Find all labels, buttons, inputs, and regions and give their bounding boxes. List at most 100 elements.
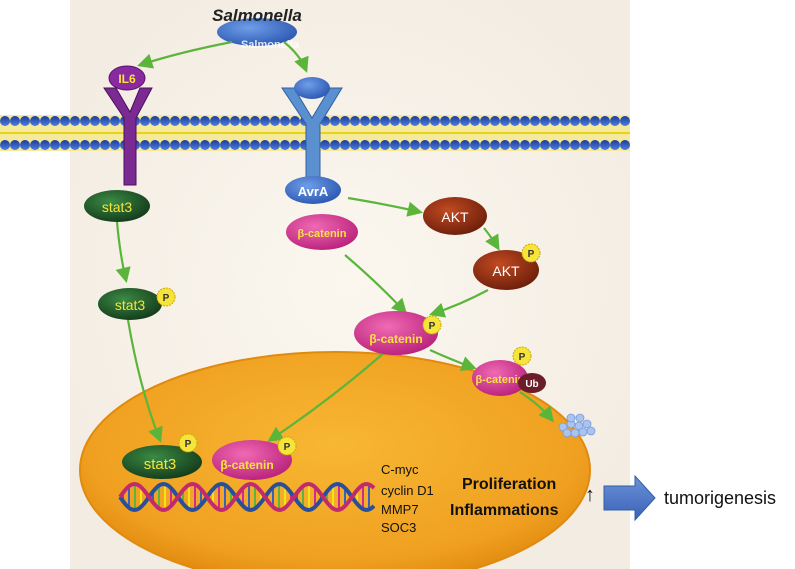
lipid-head — [570, 140, 580, 150]
lipid-head — [80, 116, 90, 126]
phospho-label: P — [185, 439, 192, 450]
lipid-head — [90, 116, 100, 126]
phospho-label: P — [163, 293, 170, 304]
lipid-head — [540, 116, 550, 126]
lipid-head — [190, 116, 200, 126]
arrow-salmonella-to-il6 — [137, 40, 233, 69]
lipid-head — [440, 140, 450, 150]
pathway-arrows — [115, 40, 554, 443]
lipid-head — [530, 116, 540, 126]
lipid-head — [250, 140, 260, 150]
stat3-label: stat3 — [102, 199, 133, 215]
lipid-head — [600, 140, 610, 150]
beta-catenin-ub-label: β-catenin — [476, 374, 525, 386]
lipid-head — [550, 116, 560, 126]
lipid-head — [160, 116, 170, 126]
receptor-ligand-blob — [294, 77, 330, 99]
arrow-avra-to-akt — [347, 196, 423, 217]
phospho-badge: P — [422, 315, 442, 335]
lipid-head — [270, 140, 280, 150]
beta-catenin-label: β-catenin — [298, 228, 347, 240]
lipid-head — [570, 116, 580, 126]
salmonella-bacterium — [217, 18, 297, 46]
phospho-badge: P — [156, 287, 176, 307]
arrow-bcatp-to-ub — [429, 348, 477, 372]
stat3-protein: stat3 — [84, 190, 150, 222]
il6-ligand — [108, 65, 146, 91]
lipid-head — [320, 140, 330, 150]
il6-label: IL6 — [118, 72, 136, 86]
lipid-head — [620, 140, 630, 150]
lipid-head — [390, 140, 400, 150]
lipid-head — [50, 140, 60, 150]
lipid-head — [200, 140, 210, 150]
akt-protein: AKT — [423, 197, 487, 235]
lipid-head — [580, 140, 590, 150]
lipid-head — [240, 140, 250, 150]
lipid-head — [400, 116, 410, 126]
lipid-head — [100, 116, 110, 126]
lipid-head — [280, 140, 290, 150]
lipid-head — [530, 140, 540, 150]
phospho-badge: P — [521, 243, 541, 263]
lipid-head — [100, 140, 110, 150]
lipid-head — [420, 140, 430, 150]
result-arrow-icon — [603, 474, 656, 522]
lipid-head — [330, 116, 340, 126]
lipid-head — [440, 116, 450, 126]
gene-cyclin-d1: cyclin D1 — [381, 483, 434, 498]
lipid-head — [40, 116, 50, 126]
lipid-head — [360, 116, 370, 126]
lipid-head — [170, 140, 180, 150]
lipid-head — [240, 116, 250, 126]
lipid-head — [460, 140, 470, 150]
lipid-head — [600, 116, 610, 126]
lipid-head — [390, 116, 400, 126]
phospho-label: P — [429, 321, 436, 332]
up-arrow-icon: ↑ — [585, 484, 595, 506]
lipid-head — [380, 140, 390, 150]
lipid-head — [520, 116, 530, 126]
lipid-head — [200, 116, 210, 126]
avra-label: AvrA — [298, 184, 329, 199]
lipid-head — [30, 140, 40, 150]
lipid-head — [180, 140, 190, 150]
lipid-head — [220, 140, 230, 150]
lipid-head — [80, 140, 90, 150]
lipid-head — [580, 116, 590, 126]
degradation-fragments — [558, 413, 596, 438]
salmonella-title: Salmonella — [212, 6, 302, 25]
stat3-nucleus-protein: stat3 P — [122, 433, 202, 479]
beta-catenin-protein: β-catenin — [286, 214, 358, 250]
lipid-head — [30, 116, 40, 126]
lipid-head — [470, 116, 480, 126]
lipid-head — [370, 140, 380, 150]
lipid-head — [70, 116, 80, 126]
phospho-label: P — [284, 442, 291, 453]
lipid-head — [170, 116, 180, 126]
lipid-head — [190, 140, 200, 150]
membrane-bottom-heads — [0, 140, 630, 150]
lipid-head — [400, 140, 410, 150]
lipid-head — [350, 140, 360, 150]
lipid-head — [70, 140, 80, 150]
lipid-head — [550, 140, 560, 150]
lipid-head — [520, 140, 530, 150]
beta-catenin-phospho-protein: β-catenin P — [354, 311, 442, 355]
akt-phospho-protein: AKT P — [473, 243, 541, 290]
arrow-salmonella-to-receptor — [283, 41, 309, 73]
lipid-head — [260, 140, 270, 150]
lipid-head — [610, 140, 620, 150]
dna-helix — [118, 481, 376, 513]
gene-mmp7: MMP7 — [381, 502, 419, 517]
lipid-head — [110, 116, 120, 126]
lipid-head — [510, 140, 520, 150]
lipid-head — [360, 140, 370, 150]
lipid-head — [270, 116, 280, 126]
lipid-head — [560, 140, 570, 150]
lipid-head — [490, 116, 500, 126]
arrow-aktp-to-bcat — [429, 289, 489, 318]
arrow-ub-to-degradation — [519, 391, 554, 423]
